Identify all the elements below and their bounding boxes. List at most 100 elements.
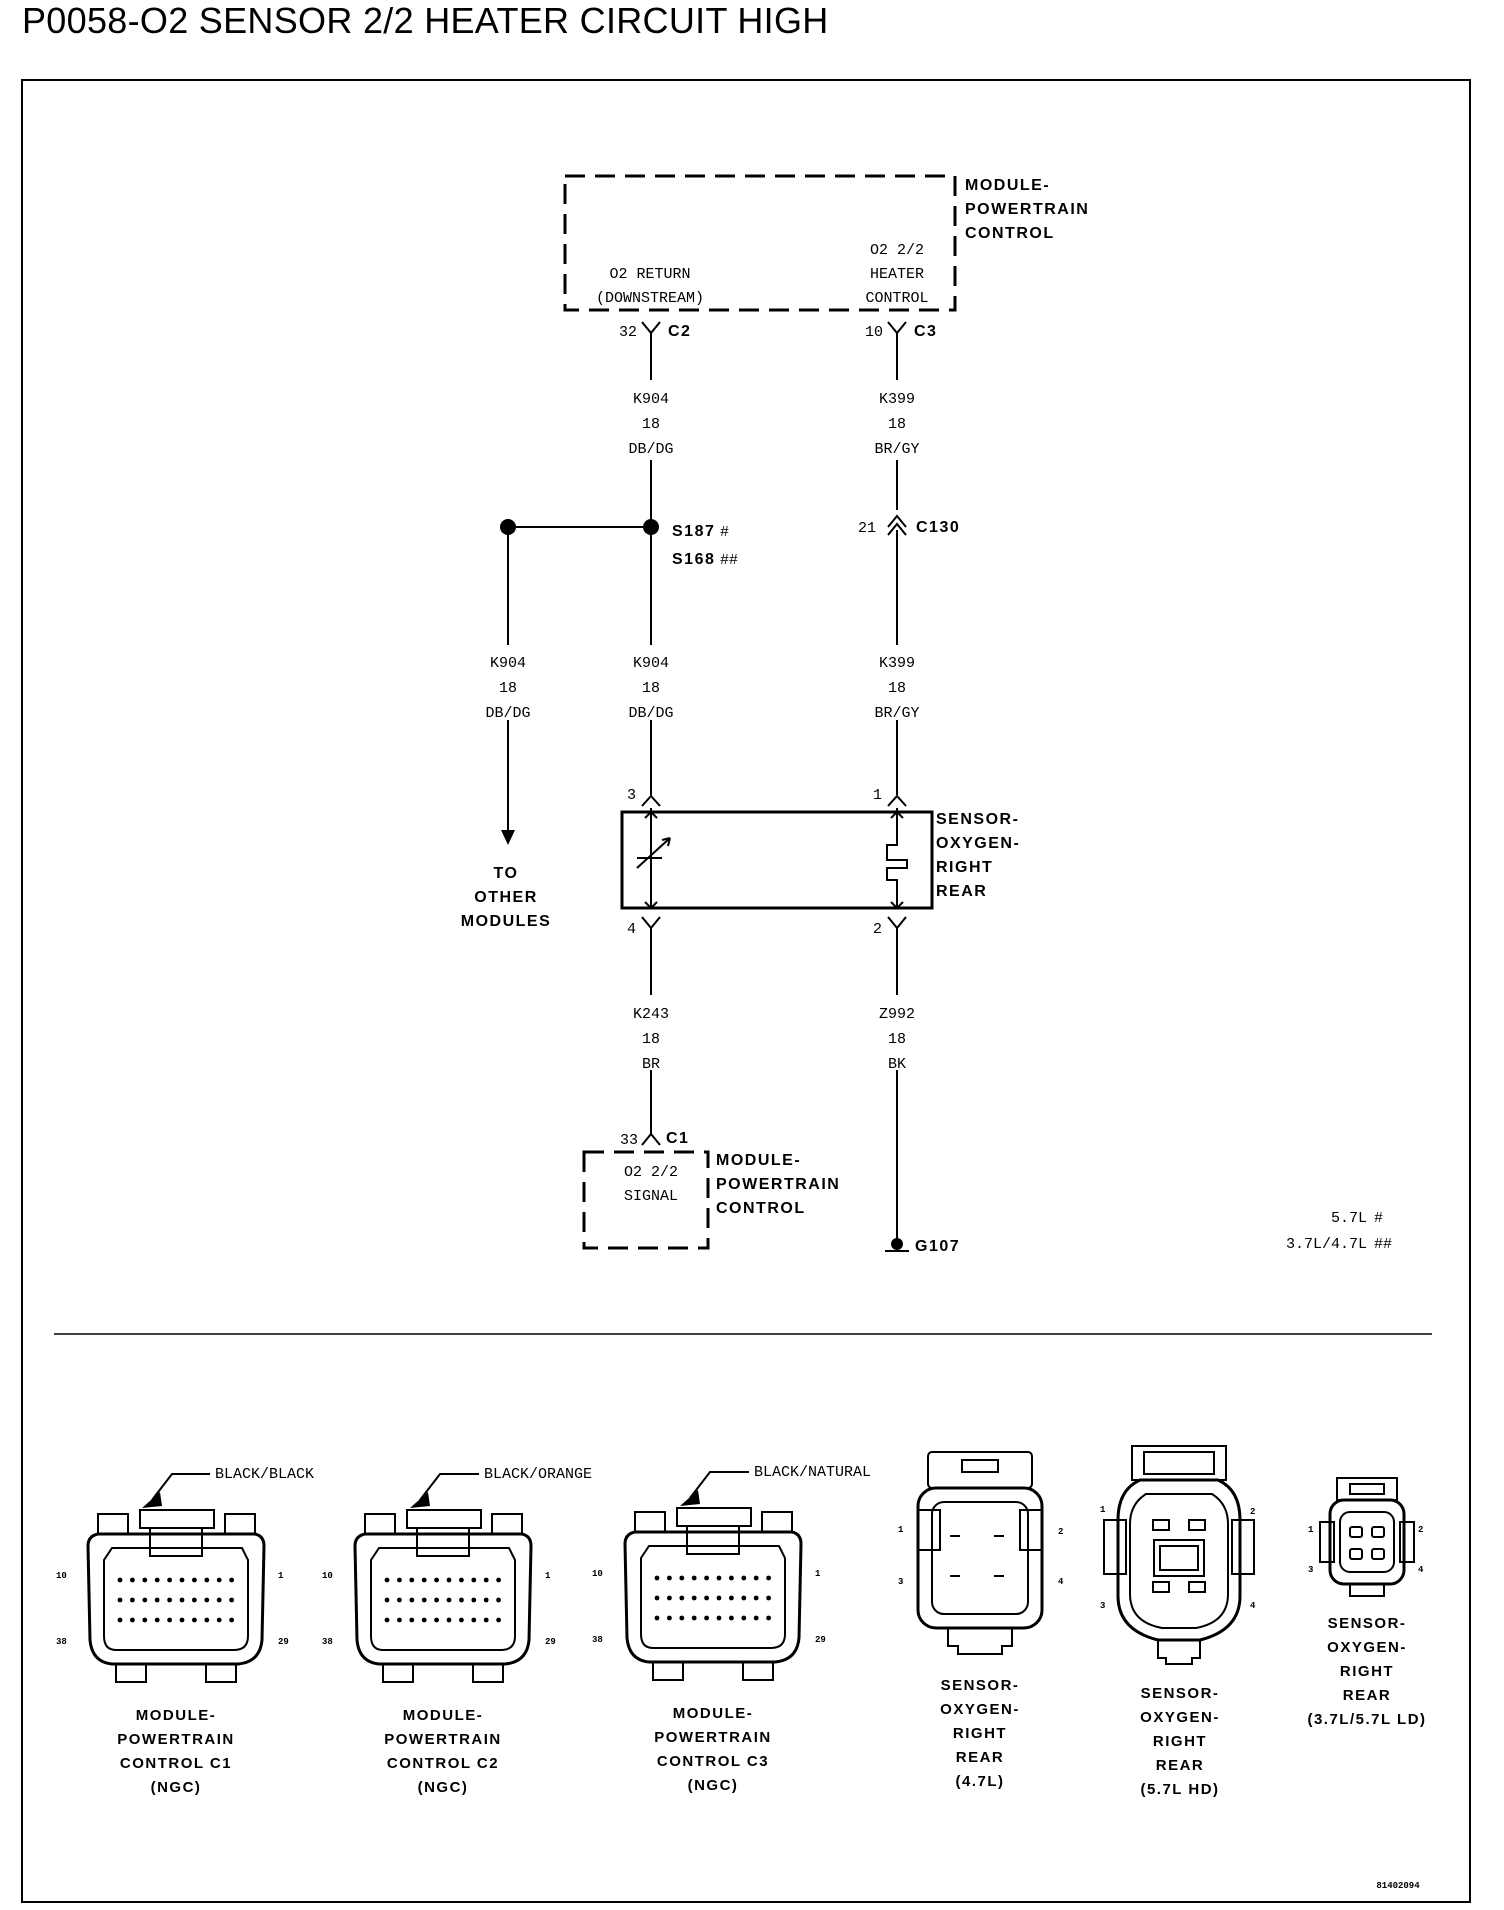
pin-cavity bbox=[471, 1577, 477, 1583]
conn-sensor57hd-pin-3: 3 bbox=[1100, 1601, 1105, 1611]
pin-cavity bbox=[117, 1617, 123, 1623]
sensor-label-1: SENSOR- bbox=[936, 811, 1019, 828]
pin-cavity bbox=[741, 1615, 747, 1621]
pin-cavity bbox=[483, 1597, 489, 1603]
pin-cavity bbox=[216, 1617, 222, 1623]
pin-cavity bbox=[766, 1595, 771, 1601]
wire-k904-branch-id: K904 bbox=[490, 655, 526, 672]
pin-cavity bbox=[421, 1577, 427, 1583]
conn-sensorld-pin-4: 4 bbox=[1418, 1565, 1424, 1575]
conn-sensor47-label-4: REAR bbox=[956, 1749, 1005, 1766]
pin-cavity bbox=[716, 1595, 722, 1601]
pin-cavity bbox=[409, 1617, 415, 1623]
conn-sensor47-pin-2: 2 bbox=[1058, 1527, 1063, 1537]
pin-cavity bbox=[691, 1595, 697, 1601]
sensor-label-4: REAR bbox=[936, 883, 987, 900]
pin-cavity bbox=[483, 1617, 489, 1623]
conn-c1-label-1: MODULE- bbox=[136, 1707, 217, 1724]
connector-view-pcm-c2: BLACK/ORANGE 10 1 38 29 MODULE- POWERTRA… bbox=[322, 1466, 592, 1796]
conn-sensorld-pin-3: 3 bbox=[1308, 1565, 1313, 1575]
wire-z992-label: Z992 18 BK bbox=[879, 1006, 915, 1073]
conn-sensorld-label-1: SENSOR- bbox=[1328, 1615, 1407, 1632]
connector-pin-cavities bbox=[654, 1575, 771, 1621]
pin-cavity bbox=[229, 1617, 235, 1623]
pin-cavity bbox=[421, 1597, 427, 1603]
wire-k399-upper-label: K399 18 BR/GY bbox=[874, 391, 919, 458]
pin-cavity bbox=[741, 1575, 747, 1581]
pin-cavity bbox=[471, 1617, 477, 1623]
wire-k243-label: K243 18 BR bbox=[633, 1006, 669, 1073]
pin-cavity bbox=[179, 1617, 185, 1623]
pin-cavity bbox=[446, 1617, 452, 1623]
pcm-bottom-label-2: POWERTRAIN bbox=[716, 1176, 840, 1193]
wire-z992-color: BK bbox=[888, 1056, 906, 1073]
ground-g107: G107 bbox=[885, 1238, 959, 1255]
pin-cavity bbox=[679, 1615, 685, 1621]
pin-cavity bbox=[459, 1597, 464, 1603]
pin-cavity bbox=[117, 1597, 123, 1603]
conn-c1-name: C1 bbox=[666, 1130, 689, 1147]
conn-sensor57hd-label-5: (5.7L HD) bbox=[1140, 1781, 1219, 1798]
pin-cavity bbox=[204, 1617, 210, 1623]
pin-cavity bbox=[496, 1617, 501, 1623]
conn-sensor47-label-2: OXYGEN- bbox=[940, 1701, 1020, 1718]
conn-c2-label-2: POWERTRAIN bbox=[384, 1731, 502, 1748]
conn-c2-pin-10: 10 bbox=[322, 1571, 333, 1581]
pin-cavity bbox=[471, 1597, 477, 1603]
pin-cavity bbox=[691, 1615, 697, 1621]
figure-id: 81402094 bbox=[1376, 1881, 1420, 1891]
conn-c2-label-3: CONTROL C2 bbox=[387, 1755, 499, 1772]
connector-view-pcm-c3: BLACK/NATURAL 10 1 38 29 MODULE- POWERTR… bbox=[592, 1464, 871, 1794]
pcm-bottom-pin-1: O2 2/2 bbox=[624, 1164, 678, 1181]
conn-c3-label-4: (NGC) bbox=[688, 1777, 739, 1794]
pin-cavity bbox=[704, 1575, 709, 1581]
pin-cavity bbox=[397, 1597, 402, 1603]
wire-z992-id: Z992 bbox=[879, 1006, 915, 1023]
wire-k399-upper-gauge: 18 bbox=[888, 416, 906, 433]
wire-k904-branch-gauge: 18 bbox=[499, 680, 517, 697]
pin-cavity bbox=[766, 1575, 771, 1581]
conn-c2: 32 C2 bbox=[619, 321, 690, 380]
splice-s187-name: S187 bbox=[672, 523, 715, 540]
pin-cavity bbox=[154, 1617, 160, 1623]
pin-cavity bbox=[667, 1595, 672, 1601]
pcm-pin-left-2: (DOWNSTREAM) bbox=[596, 290, 704, 307]
wire-k399-lower-color: BR/GY bbox=[874, 705, 919, 722]
conn-c3: 10 C3 bbox=[865, 321, 936, 380]
branch-to-other-modules: K904 18 DB/DG TO OTHER MODULES bbox=[461, 527, 550, 930]
pin-cavity bbox=[766, 1615, 771, 1621]
conn-sensor47-pin-4: 4 bbox=[1058, 1577, 1064, 1587]
conn-c130: 21 C130 bbox=[858, 514, 959, 645]
conn-sensorld-pin-1: 1 bbox=[1308, 1525, 1314, 1535]
pin-cavity bbox=[421, 1617, 427, 1623]
wire-k904-lower-id: K904 bbox=[633, 655, 669, 672]
pin-cavity bbox=[459, 1577, 464, 1583]
conn-sensor47-label-3: RIGHT bbox=[953, 1725, 1007, 1742]
wire-k904-upper-label: K904 18 DB/DG bbox=[628, 391, 673, 458]
pin-cavity bbox=[446, 1597, 452, 1603]
connector-view-pcm-c1: BLACK/BLACK 10 1 38 29 MODULE- POWERTRAI… bbox=[56, 1466, 314, 1796]
conn-c2-label-1: MODULE- bbox=[403, 1707, 484, 1724]
wire-k399-upper-color: BR/GY bbox=[874, 441, 919, 458]
conn-sensor47-pin-1: 1 bbox=[898, 1525, 904, 1535]
wire-k904-lower-color: DB/DG bbox=[628, 705, 673, 722]
conn-c3-pin-29: 29 bbox=[815, 1635, 826, 1645]
pin-cavity bbox=[384, 1617, 390, 1623]
wire-z992-gauge: 18 bbox=[888, 1031, 906, 1048]
conn-c3-label-3: CONTROL C3 bbox=[657, 1753, 769, 1770]
wire-k904-branch-color: DB/DG bbox=[485, 705, 530, 722]
conn-c1-pin-29: 29 bbox=[278, 1637, 289, 1647]
connector-pin-cavities bbox=[384, 1577, 501, 1623]
conn-sensor57hd-label-3: RIGHT bbox=[1153, 1733, 1207, 1750]
conn-c3-pin-38: 38 bbox=[592, 1635, 603, 1645]
conn-sensor47-pin-3: 3 bbox=[898, 1577, 903, 1587]
pin-cavity bbox=[204, 1597, 210, 1603]
conn-c1-pin-38: 38 bbox=[56, 1637, 67, 1647]
pin-cavity bbox=[142, 1597, 148, 1603]
conn-sensor57hd-pin-1: 1 bbox=[1100, 1505, 1106, 1515]
splice-s187: S187 # S168 ## bbox=[500, 519, 738, 569]
pin-cavity bbox=[216, 1597, 222, 1603]
pin-cavity bbox=[729, 1575, 734, 1581]
conn-sensor57hd-label-2: OXYGEN- bbox=[1140, 1709, 1220, 1726]
wire-k243-gauge: 18 bbox=[642, 1031, 660, 1048]
